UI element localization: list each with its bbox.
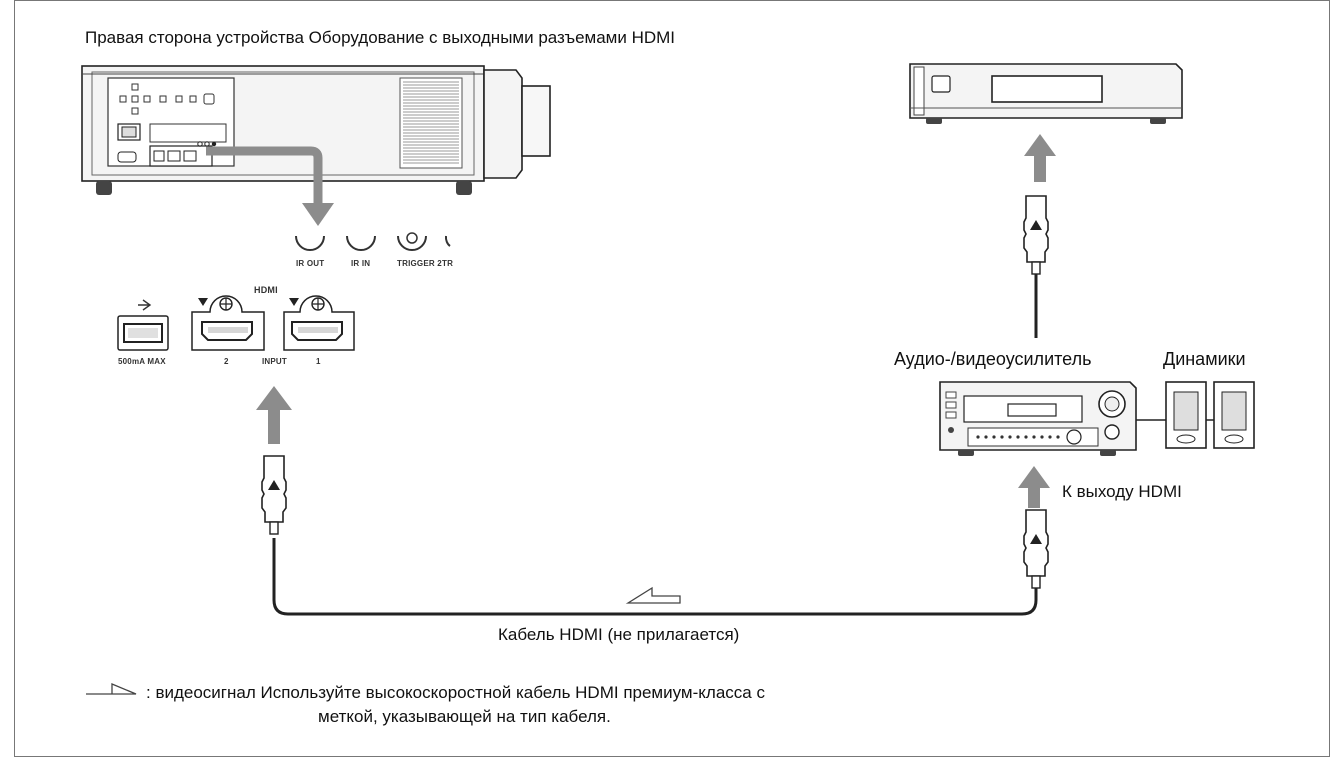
- port-label-2: 2: [224, 357, 229, 366]
- hdmi-plug-icon: [1023, 195, 1049, 275]
- speakers: [1136, 381, 1255, 449]
- hdmi-cable: [272, 538, 1038, 616]
- hdmi-port-2: [191, 295, 265, 351]
- hdmi-port-1: [283, 295, 355, 351]
- control-buttons: [119, 83, 215, 115]
- port-label-ir-out: IR OUT: [296, 259, 325, 268]
- av-amplifier: [939, 381, 1137, 456]
- legend-text-line2: меткой, указывающей на тип кабеля.: [318, 707, 611, 726]
- port-label-trigger2: TRIGGER 2: [397, 259, 442, 268]
- signal-arrow-to-source: [1024, 134, 1056, 182]
- port-label-ir-in: IR IN: [351, 259, 371, 268]
- vent-grille: [399, 77, 463, 169]
- legend-text-line1: : видеосигнал Используйте высокоскоростн…: [146, 683, 765, 702]
- legend-signal-arrow-icon: [86, 683, 137, 695]
- port-label-usb-max: 500mA MAX: [118, 357, 166, 366]
- zoom-arrow: [206, 146, 323, 205]
- usb-port: [117, 299, 169, 351]
- hdmi-source-equipment: [909, 63, 1183, 124]
- diagram-title: Правая сторона устройства Оборудование с…: [85, 28, 676, 47]
- signal-arrow-to-amplifier: [1018, 466, 1050, 508]
- signal-direction-arrow-icon: [625, 586, 681, 604]
- speakers-label: Динамики: [1163, 349, 1246, 369]
- zoom-arrow-head: [302, 203, 334, 226]
- port-label-input: INPUT: [262, 357, 287, 366]
- diagram-frame: [14, 0, 1330, 757]
- hdmi-plug-icon: [1023, 509, 1049, 589]
- projector: [81, 65, 551, 195]
- hdmi-out-label: К выходу HDMI: [1062, 482, 1182, 501]
- port-label-tr: TR: [442, 259, 454, 268]
- hdmi-logo: HDMI: [254, 285, 278, 295]
- signal-arrow-to-projector: [256, 386, 292, 444]
- connector-panel: [117, 232, 451, 351]
- port-label-1: 1: [316, 357, 321, 366]
- cable-label: Кабель HDMI (не прилагается): [498, 625, 740, 644]
- hdmi-plug-icon: [261, 455, 287, 535]
- amplifier-label: Аудио-/видеоусилитель: [894, 349, 1092, 369]
